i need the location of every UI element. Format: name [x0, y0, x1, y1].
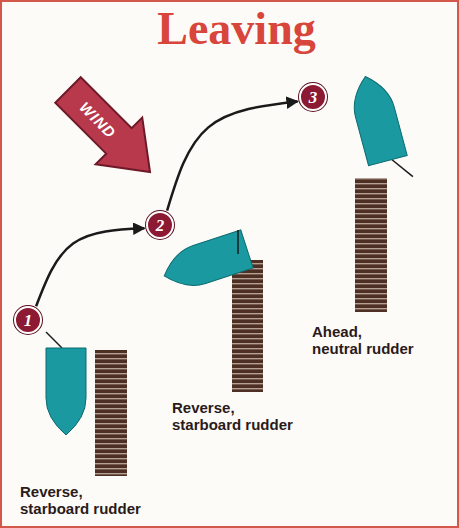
boat — [46, 332, 86, 435]
manoeuvre-caption: Reverse, starboard rudder — [170, 398, 302, 435]
manoeuvre-caption: Ahead, neutral rudder — [310, 322, 418, 359]
manoeuvre-caption: Reverse, starboard rudder — [18, 482, 150, 519]
dock — [232, 260, 263, 392]
dock — [95, 350, 127, 476]
path-arrow — [167, 101, 298, 210]
callout-number-text: 1 — [24, 312, 33, 329]
path-arrow — [36, 228, 144, 306]
rudder-line — [237, 230, 239, 254]
diagram-title: Leaving — [14, 4, 459, 55]
callout-number-text: 2 — [156, 217, 165, 234]
wind-arrow: WIND — [44, 66, 168, 190]
wind-arrow-outline — [45, 67, 168, 190]
callout-number: 1 — [14, 306, 42, 334]
dock — [355, 178, 387, 312]
callout-number: 2 — [146, 211, 174, 239]
boat — [158, 230, 253, 295]
boat — [346, 71, 413, 187]
callout-number-text: 3 — [309, 89, 318, 106]
callout-number: 3 — [299, 83, 327, 111]
